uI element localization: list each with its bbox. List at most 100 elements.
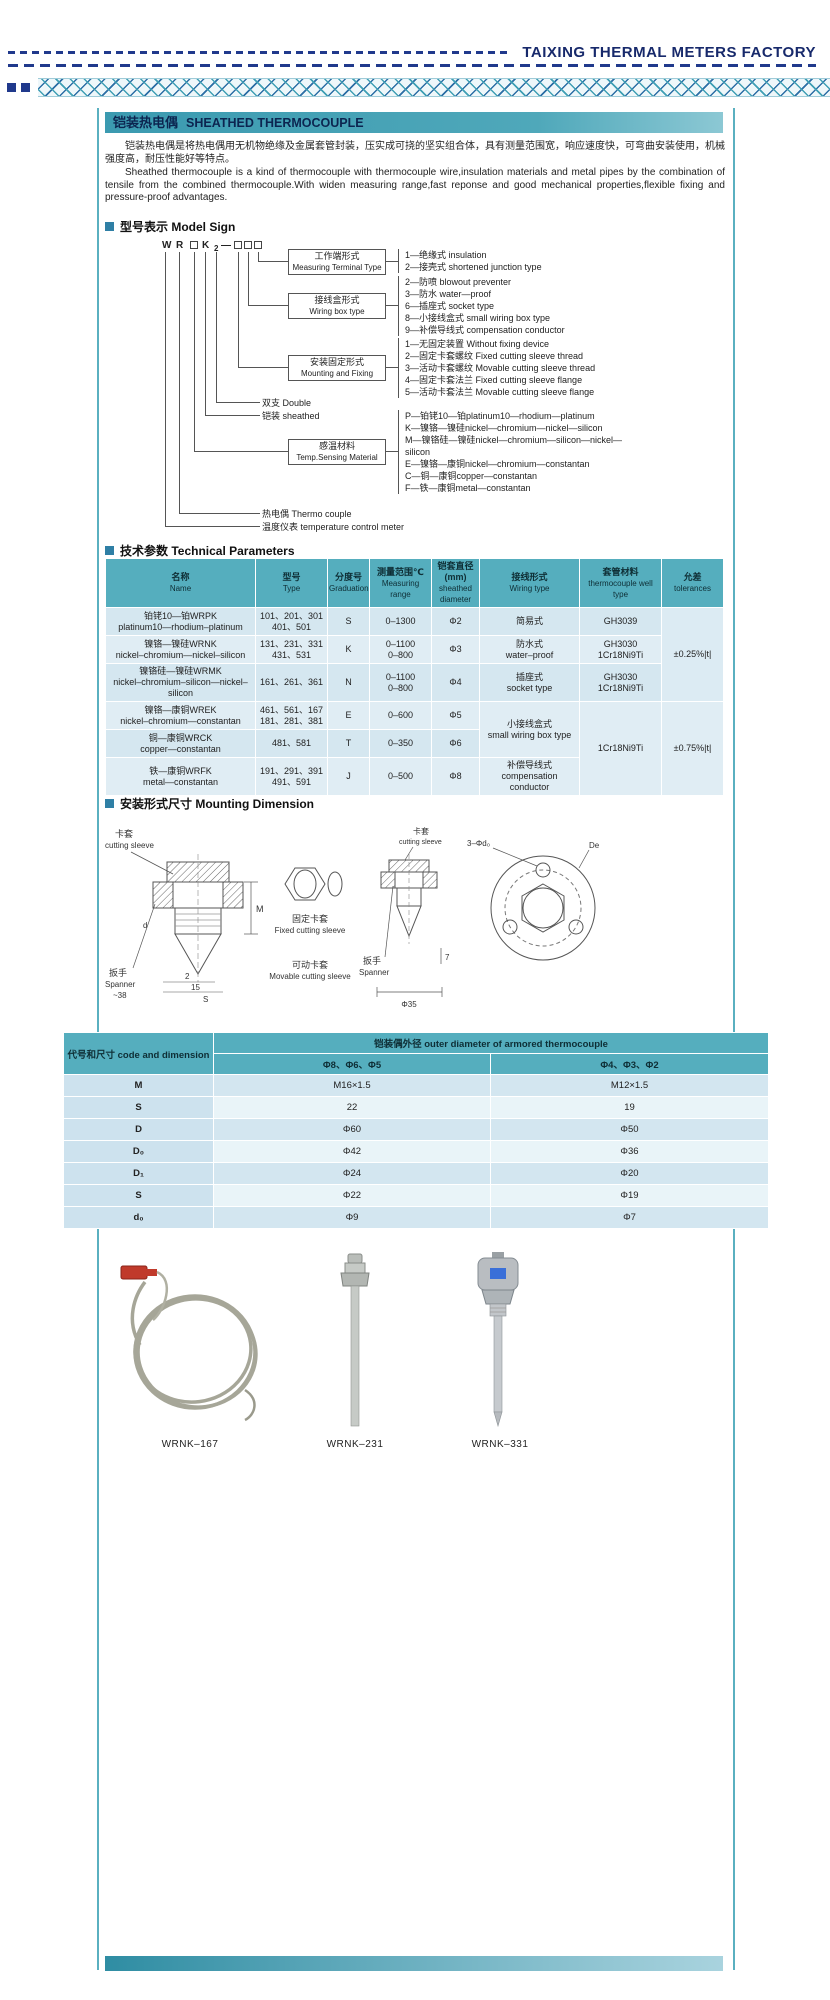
section-title-model-sign: 型号表示 Model Sign <box>105 218 235 235</box>
label-temperature-meter: 温度仪表 temperature control meter <box>262 522 405 532</box>
code-placeholder-box <box>254 241 262 249</box>
connector-line <box>238 252 288 368</box>
square-bullet-icon <box>105 546 114 555</box>
diameter-group-1: Φ8、Φ6、Φ5 <box>213 1053 491 1075</box>
span-header: 铠装偶外径 outer diameter of armored thermoco… <box>213 1032 769 1054</box>
square-bullet-icon <box>105 799 114 808</box>
option-item: 3—活动卡套螺纹 Movable cutting sleeve thread <box>405 363 596 373</box>
movable-sleeve-label-zh: 可动卡套 <box>292 959 328 970</box>
group-box-mounting: 安装固定形式 Mounting and Fixing <box>288 355 386 381</box>
spanner-size: ~38 <box>113 991 127 1000</box>
code-placeholder-box <box>190 241 198 249</box>
drawing-movable-sleeve-section: 卡套 cutting sleeve 扳手 Spanner 7 Φ35 <box>357 824 462 1024</box>
code-dash: — <box>221 240 231 251</box>
table-row: S 22 19 <box>63 1096 769 1119</box>
connector-line <box>165 252 260 527</box>
option-item: 1—无固定装置 Without fixing device <box>405 339 550 349</box>
table-row: D₁ Φ24 Φ20 <box>63 1162 769 1185</box>
connector-line <box>248 252 288 306</box>
mounting-dimension-table: 代号和尺寸 code and dimension 铠装偶外径 outer dia… <box>63 1032 769 1229</box>
code-placeholder-box <box>234 241 242 249</box>
fixed-sleeve-label-en: Fixed cutting sleeve <box>275 926 346 935</box>
option-item: C—铜—康铜copper—constantan <box>405 471 538 481</box>
option-item: 2—固定卡套螺纹 Fixed cutting sleeve thread <box>405 351 584 361</box>
option-item: 2—接壳式 shortened junction type <box>405 262 542 272</box>
group-box-terminal-type: 工作端形式 Measuring Terminal Type <box>288 249 386 275</box>
connector-line <box>386 451 398 452</box>
intro-chinese: 铠装热电偶是将热电偶用无机物绝缘及金属套管封装，压实成可挠的坚实组合体，具有测量… <box>105 141 725 165</box>
mounting-drawings: 卡套 cutting sleeve M d 2 <box>65 818 770 1026</box>
code-letter-k: K <box>202 240 210 251</box>
connector-line <box>205 252 260 416</box>
page-title: 铠装热电偶 SHEATHED THERMOCOUPLE <box>105 112 723 133</box>
connector-line <box>258 252 288 262</box>
option-item: F—铁—康铜metal—constantan <box>405 483 531 493</box>
cutting-sleeve-label-zh: 卡套 <box>413 826 429 836</box>
product-label: WRNK–167 <box>161 1439 219 1450</box>
option-item: 9—补偿导线式 compensation conductor <box>405 325 565 335</box>
section-title-tech-params: 技术参数 Technical Parameters <box>105 542 295 559</box>
code-letter-w: W <box>162 240 172 251</box>
option-item: M—镍铬硅—镍硅nickel—chromium—silicon—nickel—s… <box>405 435 623 457</box>
dim-m: M <box>256 904 264 914</box>
table-header-row: 代号和尺寸 code and dimension 铠装偶外径 outer dia… <box>63 1032 769 1075</box>
band-square <box>21 83 30 92</box>
flange-holes-label: 3–Φd₀ <box>467 839 490 848</box>
page-header: TAIXING THERMAL METERS FACTORY <box>8 44 816 61</box>
cutting-sleeve-label-en: cutting sleeve <box>399 839 442 846</box>
option-item: 8—小接线盒式 small wiring box type <box>405 313 551 323</box>
band-square <box>7 83 16 92</box>
factory-name: TAIXING THERMAL METERS FACTORY <box>522 44 816 61</box>
option-item: 5—活动卡套法兰 Movable cutting sleeve flange <box>405 387 595 397</box>
table-header-row: Φ8、Φ6、Φ5 Φ4、Φ3、Φ2 <box>64 1053 769 1075</box>
option-item: 2—防喷 blowout preventer <box>405 277 512 287</box>
product-photos: WRNK–167 WRNK–231 WRN <box>105 1250 725 1455</box>
model-sign-diagram: W R K 2 — 工作端形式 Measuring Terminal Type … <box>110 240 725 542</box>
option-item: 1—绝缘式 insulation <box>405 250 487 260</box>
label-sheathed: 铠装 sheathed <box>262 411 320 421</box>
footer-bar <box>105 1956 723 1971</box>
drawing-sleeve-top-view: 固定卡套 Fixed cutting sleeve 可动卡套 Movable c… <box>265 856 355 1021</box>
wiring-box-options: 2—防喷 blowout preventer 3—防水 water—proof … <box>398 276 708 336</box>
cutting-sleeve-label-en: cutting sleeve <box>105 841 154 850</box>
square-bullet-icon <box>105 222 114 231</box>
table-row: D₀ Φ42 Φ36 <box>63 1140 769 1163</box>
connector-line <box>386 305 398 306</box>
page-title-zh: 铠装热电偶 <box>113 115 179 130</box>
product-label: WRNK–231 <box>326 1439 384 1450</box>
label-double: 双支 Double <box>262 398 312 408</box>
dim-15: 15 <box>191 983 200 992</box>
label-thermocouple: 热电偶 Thermo couple <box>262 509 352 519</box>
lattice-band <box>38 78 830 97</box>
connector-line <box>386 261 398 262</box>
cutting-sleeve-label-zh: 卡套 <box>115 828 133 839</box>
corner-header: 代号和尺寸 code and dimension <box>63 1032 214 1075</box>
connector-line <box>386 367 398 368</box>
dim-d: d <box>143 921 147 930</box>
fixed-sleeve-label-zh: 固定卡套 <box>292 913 328 924</box>
diameter-group-2: Φ4、Φ3、Φ2 <box>490 1053 769 1075</box>
header-rule <box>8 64 816 67</box>
coiled-thermocouple-image <box>120 1265 258 1422</box>
intro-english: Sheathed thermocouple is a kind of therm… <box>105 167 725 203</box>
dim-s: S <box>203 995 208 1004</box>
movable-sleeve-label-en: Movable cutting sleeve <box>269 972 351 981</box>
page-title-en: SHEATHED THERMOCOUPLE <box>186 116 364 130</box>
product-figure-coiled: WRNK–167 <box>105 1250 275 1450</box>
table-row: D Φ60 Φ50 <box>63 1118 769 1141</box>
spanner-label-en: Spanner <box>105 980 136 989</box>
section-title-mounting: 安装形式尺寸 Mounting Dimension <box>105 795 314 812</box>
spanner-label-en: Spanner <box>359 968 390 977</box>
dim-phi35: Φ35 <box>401 1000 417 1009</box>
table-row: d₀ Φ9 Φ7 <box>63 1206 769 1229</box>
code-placeholder-box <box>244 241 252 249</box>
